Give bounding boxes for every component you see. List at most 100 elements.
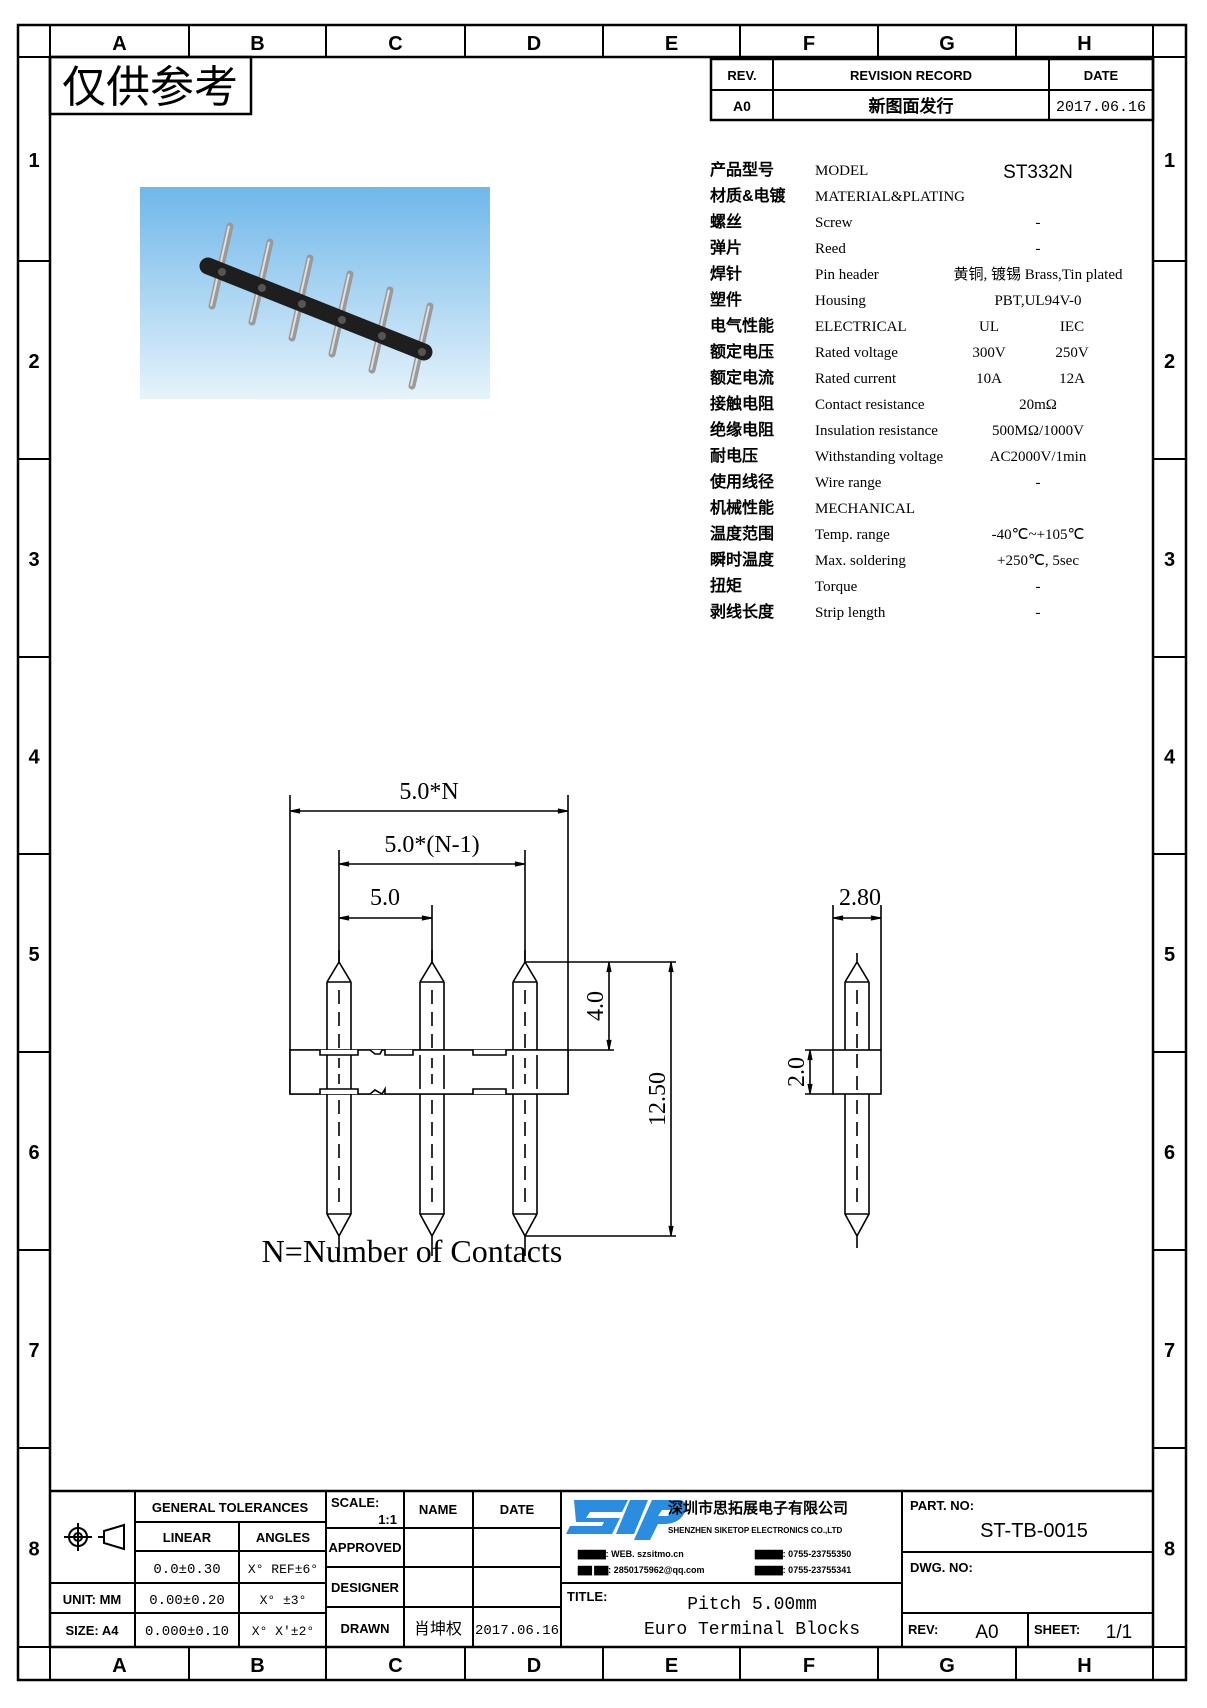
spec-label-cn: 温度范围 [709,524,774,543]
title-line-2: Euro Terminal Blocks [644,1620,860,1640]
company-tel: ▇▇▇▇: 0755-23755350 [754,1549,851,1560]
company-mail: ▇▇ ▇▇: 2850175962@qq.com [577,1565,705,1576]
column-label: C [388,1655,402,1677]
spec-label-cn: 绝缘电阻 [710,420,774,439]
contacts-note: N=Number of Contacts [262,1233,563,1269]
spec-label-cn: 材质&电镀 [710,186,787,205]
dimension-arrow [668,1225,674,1237]
projection-symbol-icon [64,1523,125,1551]
tol-angles-3: X° X'±2° [252,1624,314,1639]
spec-row: 绝缘电阻 Insulation resistance 500MΩ/1000V [710,420,1084,439]
dim-total: 5.0*N [399,779,458,805]
spec-value: 500MΩ/1000V [992,423,1084,439]
unit-label: UNIT: MM [63,1592,122,1607]
drawn-name: 肖坤权 [414,1620,462,1638]
size-label: SIZE: A4 [66,1623,120,1638]
dim-width: 2.80 [839,885,881,911]
rev-entry: A0 [733,98,751,114]
scale-value: 1:1 [378,1512,397,1527]
title-block [50,1489,1153,1647]
pin [512,950,538,1256]
spec-label-en: MECHANICAL [815,501,915,517]
spec-label-cn: 耐电压 [710,446,758,465]
spec-label-en: Screw [815,215,853,231]
dimension-arrow [668,961,674,973]
spec-label-cn: 额定电压 [710,342,774,361]
row-label: 2 [1164,351,1175,373]
spec-value: - [1036,475,1041,491]
spec-label-cn: 电气性能 [710,316,774,335]
dwg-no-label: DWG. NO: [910,1560,973,1575]
spec-label-en: Temp. range [815,527,890,543]
column-label: E [665,33,678,55]
product-photo [140,187,490,399]
tol-linear-1: 0.0±0.30 [153,1562,220,1578]
dimension-arrow [338,861,350,867]
date-label: DATE [500,1502,535,1517]
spec-value-ul: 10A [976,371,1002,387]
approved-label: APPROVED [329,1540,402,1555]
row-label: 2 [28,351,39,373]
row-label: 6 [1164,1142,1175,1164]
spec-label-cn: 机械性能 [710,498,774,517]
spec-label-cn: 产品型号 [710,160,774,179]
rev-header: REV. [727,68,756,83]
tol-angles-1: X° REF±6° [248,1562,318,1577]
dimension-arrow [289,808,301,814]
pin [326,950,352,1256]
dim-pitch: 5.0 [370,885,400,911]
revision-table: REV. REVISION RECORD DATE A0 新图面发行 2017.… [709,57,1155,122]
reference-stamp: 仅供参考 [48,55,253,116]
spec-label-cn: 接触电阻 [710,394,774,413]
date-entry: 2017.06.16 [1056,99,1146,116]
date-header: DATE [1084,68,1119,83]
spec-label-en: Rated current [815,371,897,387]
spec-value: PBT,UL94V-0 [994,293,1081,309]
linear-label: LINEAR [163,1530,212,1545]
general-tolerances-label: GENERAL TOLERANCES [152,1500,309,1515]
spec-label-cn: 额定电流 [710,368,774,387]
column-label: B [250,33,264,55]
column-label: D [527,1655,541,1677]
tol-linear-2: 0.00±0.20 [149,1593,225,1609]
column-label: C [388,33,402,55]
spec-value: - [1036,579,1041,595]
spec-label-en: Contact resistance [815,397,925,413]
dimension-arrow [606,961,612,973]
spec-value-iec: 250V [1055,345,1089,361]
side-view [805,905,882,1248]
drawn-label: DRAWN [340,1621,389,1636]
spec-label-cn: 瞬时温度 [710,550,775,569]
spec-label-en: Withstanding voltage [815,449,943,465]
column-label: A [112,1655,126,1677]
spec-value: - [1036,215,1041,231]
spec-label-cn: 螺丝 [710,212,742,231]
spec-value: -40℃~+105℃ [992,527,1085,543]
front-view [289,795,676,1256]
column-label: A [112,33,126,55]
dim-height: 12.50 [645,1072,671,1126]
part-no-value: ST-TB-0015 [980,1520,1088,1542]
spec-label-en: Insulation resistance [815,423,938,439]
row-label: 3 [1164,549,1175,571]
column-label: D [527,33,541,55]
row-label: 4 [1164,747,1176,769]
dim-housing: 2.0 [784,1057,810,1087]
dimension-arrow [421,915,433,921]
dim-top-pin: 4.0 [583,991,609,1021]
column-label: F [803,33,815,55]
